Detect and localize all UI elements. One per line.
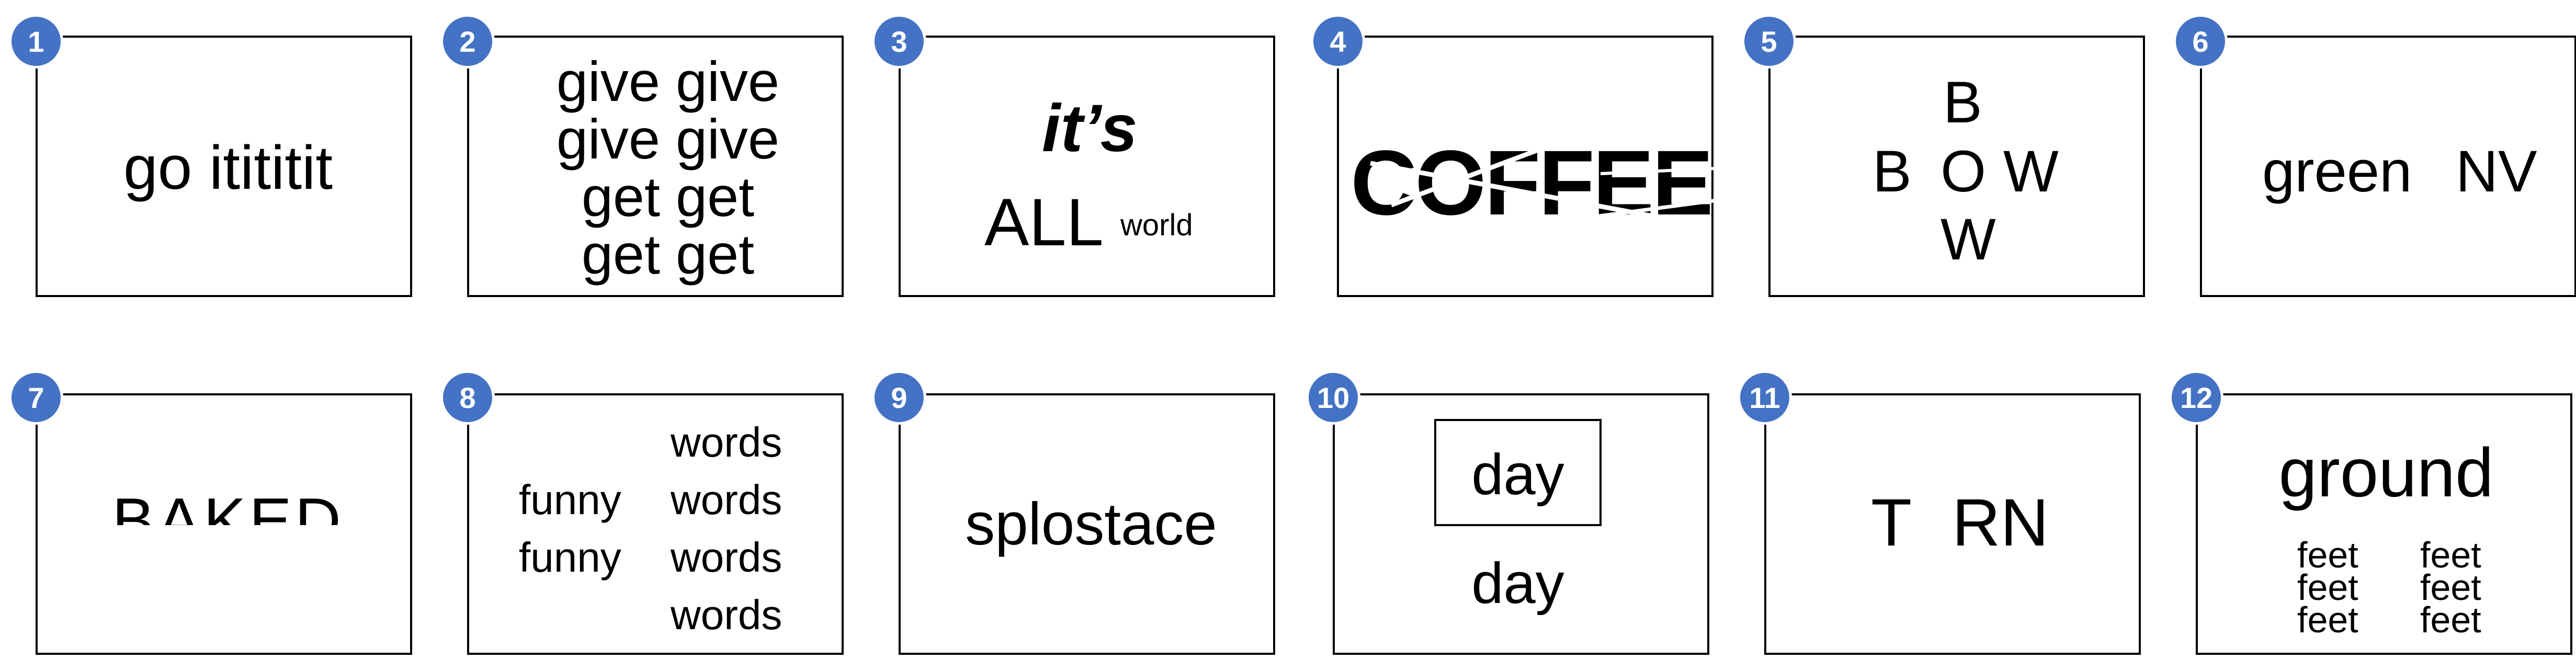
panel-10: day day [1333, 393, 1709, 655]
panel-11-right-text: RN [1952, 485, 2049, 560]
panel-5-top-letter: B [1943, 70, 1982, 135]
panel-11-left-text: T [1871, 485, 1912, 560]
panel-2-line-2: give give [556, 107, 780, 171]
panel-2-line-4: get get [581, 222, 755, 286]
panel-3-number-badge: 3 [872, 14, 926, 69]
panel-12-right-1: feet [2420, 535, 2481, 575]
panel-6: green NV [2200, 36, 2576, 297]
panel-1: go itititit [36, 36, 412, 297]
panel-12-left-1: feet [2297, 535, 2358, 575]
panel-7-number-badge: 7 [9, 370, 63, 425]
panel-3-top-text: it’s [1042, 91, 1138, 166]
panel-8-right-2: words [671, 476, 782, 523]
panel-6-left-text: green [2262, 139, 2412, 204]
panel-12-number-badge: 12 [2169, 370, 2223, 425]
panel-8-left-2: funny [519, 534, 621, 581]
panel-12-left-3: feet [2297, 599, 2358, 640]
panel-8-number-badge: 8 [440, 370, 495, 425]
panel-7-text: BAKED [112, 485, 344, 525]
panel-10-number-badge: 10 [1306, 370, 1360, 425]
panel-4-number-badge: 4 [1311, 14, 1365, 69]
panel-5-middle-right-letter: W [2003, 139, 2059, 204]
panel-9-text: splostace [965, 491, 1217, 558]
panel-2-line-1: give give [556, 50, 780, 113]
panel-3-main-text: ALL [984, 185, 1104, 260]
panel-3: it’s ALL world [899, 36, 1275, 297]
panel-6-right-text: NV [2456, 139, 2537, 204]
panel-11: T RN [1764, 393, 2141, 655]
panel-9: splostace [899, 393, 1275, 655]
panel-12-main-text: ground [2278, 434, 2494, 511]
panel-2: give give give give get get get get [467, 36, 844, 297]
panel-7-clipped-text: BAKED [38, 395, 410, 525]
panel-9-number-badge: 9 [872, 370, 926, 425]
panel-10-inner-box: day [1434, 419, 1602, 526]
panel-8-left-1: funny [519, 476, 621, 523]
panel-4: COFFEE [1337, 36, 1721, 297]
panel-8-right-4: words [671, 592, 782, 638]
panel-11-number-badge: 11 [1738, 370, 1792, 425]
panel-10-below-text: day [1471, 551, 1564, 616]
panel-1-number-badge: 1 [9, 14, 63, 69]
panel-12-left-2: feet [2297, 567, 2358, 608]
panel-2-number-badge: 2 [440, 14, 495, 69]
panel-8: funny funny words words words words [467, 393, 844, 655]
panel-3-small-text: world [1120, 208, 1193, 242]
panel-12-right-3: feet [2420, 599, 2481, 640]
panel-5-bottom-letter: W [1940, 207, 1996, 272]
panel-7: BAKED [36, 393, 412, 655]
panel-12: ground feet feet feet feet feet feet [2196, 393, 2572, 655]
panel-8-right-1: words [671, 419, 782, 465]
panel-5: B B O W W [1768, 36, 2145, 297]
panel-5-middle-center-letter: O [1940, 139, 1987, 204]
panel-10-boxed-text: day [1471, 442, 1564, 507]
panel-6-number-badge: 6 [2173, 14, 2228, 69]
panel-2-line-3: get get [581, 165, 755, 228]
panel-12-right-2: feet [2420, 567, 2481, 608]
panel-8-right-3: words [671, 534, 782, 581]
panel-4-slash-lines [1370, 140, 1721, 229]
panel-1-text: go itititit [123, 133, 333, 202]
panel-5-middle-left-letter: B [1873, 139, 1912, 204]
panel-5-number-badge: 5 [1742, 14, 1796, 69]
